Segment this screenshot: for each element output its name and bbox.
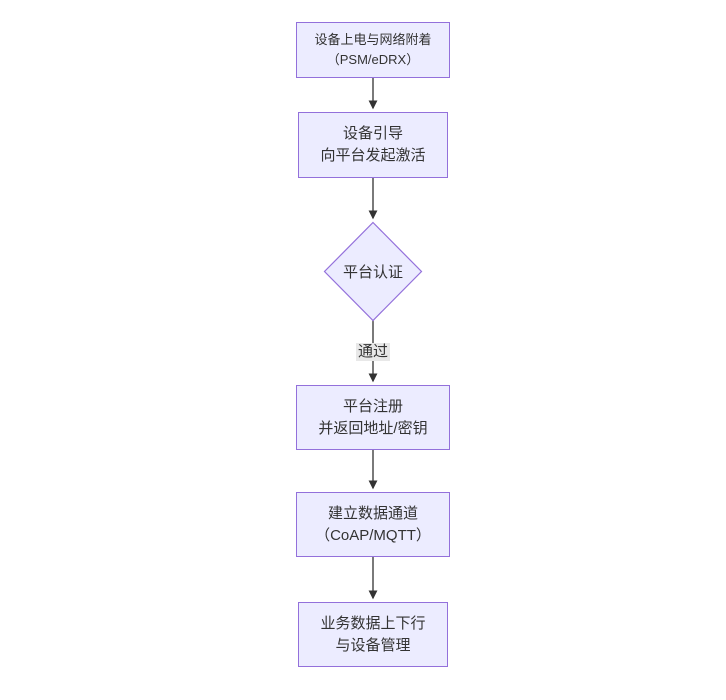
edge-label-pass: 通过 [355,343,391,361]
flow-node-platform-auth: 平台认证 [324,223,422,320]
node-label-line: 设备引导 [342,125,403,142]
node-label-line: 业务数据上下行 [320,614,426,632]
node-label-line: 平台认证 [342,264,403,281]
flow-node-power-attach: 设备上电与网络附着 （PSM/eDRX） [296,22,450,78]
node-label-line: 建立数据通道 [327,504,418,522]
node-label-line: 与设备管理 [335,636,411,654]
decision-diamond-shape [323,221,423,322]
flow-node-registration: 平台注册 并返回地址/密钥 [296,385,450,450]
flow-node-data-channel: 建立数据通道 （CoAP/MQTT） [296,492,450,557]
flow-node-bootstrap: 设备引导 向平台发起激活 [298,112,448,178]
node-label-line: （CoAP/MQTT） [315,526,431,544]
flow-node-business-data: 业务数据上下行 与设备管理 [298,602,448,667]
node-label-line: 向平台发起激活 [320,147,426,164]
node-label-line: 设备上电与网络附着 [314,32,432,47]
node-label-line: 平台注册 [342,397,403,415]
node-label-line: （PSM/eDRX） [326,52,420,67]
node-label-line: 并返回地址/密钥 [318,419,428,437]
